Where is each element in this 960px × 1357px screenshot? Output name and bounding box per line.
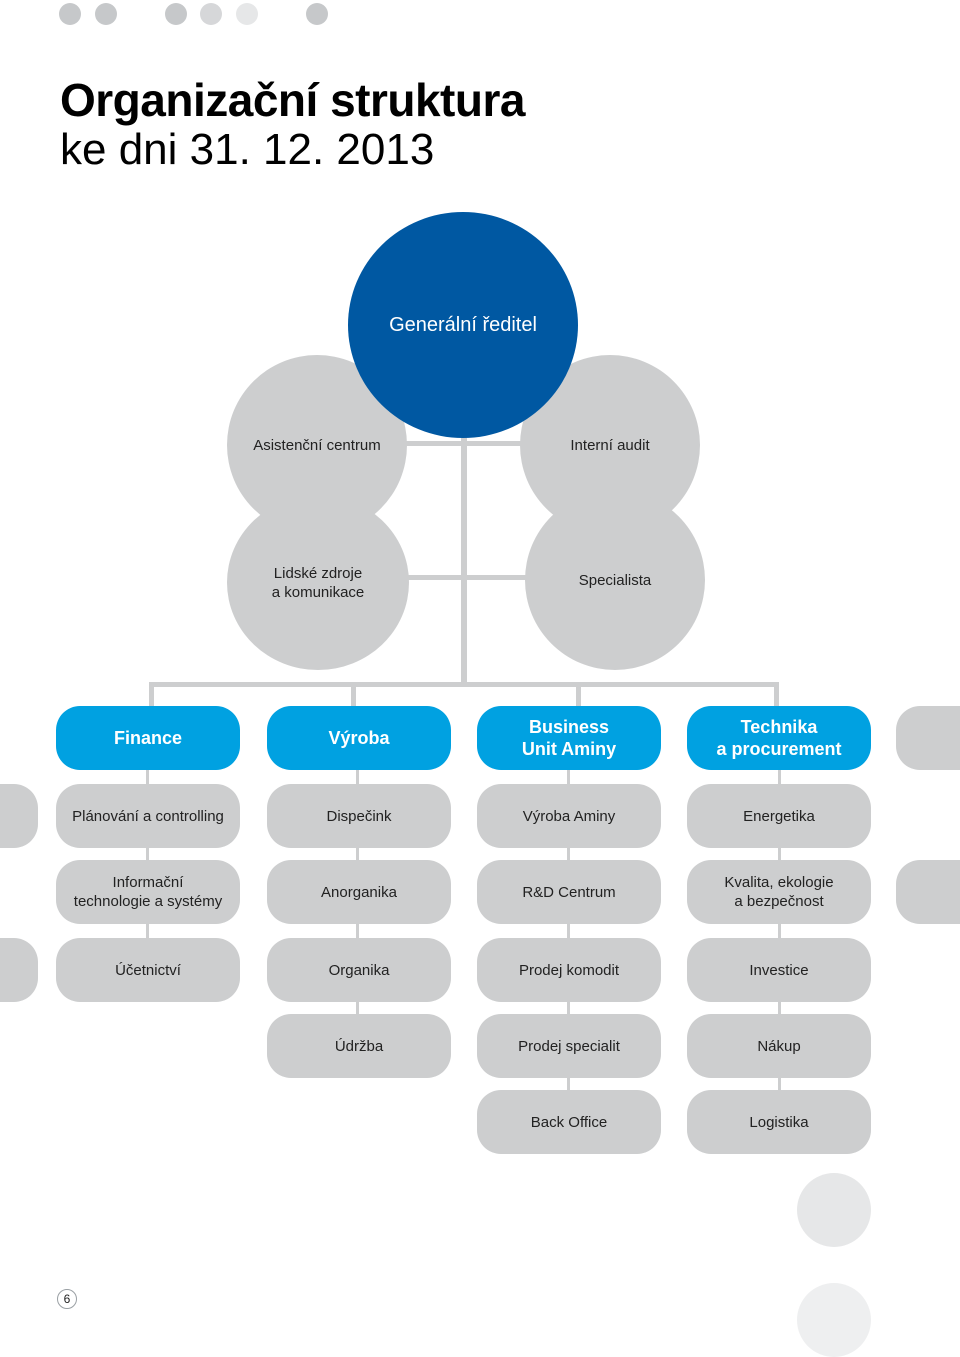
connector-division-2 [351, 682, 356, 710]
connector-column-1 [146, 770, 149, 940]
department-label: Prodej komodit [518, 961, 620, 979]
decorative-circle [797, 1173, 871, 1247]
connector-staff-upper [395, 441, 535, 446]
decorative-circle [797, 1283, 871, 1357]
department-label: Anorganika [321, 883, 397, 901]
department-box: Prodej specialit [477, 1014, 661, 1078]
department-box: Plánování a controlling [56, 784, 240, 848]
department-label: Dispečink [326, 807, 392, 825]
department-label: Plánování a controlling [72, 807, 224, 825]
department-label: Účetnictví [115, 961, 181, 979]
connector-division-3 [576, 682, 581, 710]
edge-tab-right [896, 860, 960, 924]
department-label: Energetika [743, 807, 815, 825]
department-box: Informační technologie a systémy [56, 860, 240, 924]
department-box: Investice [687, 938, 871, 1002]
node-label: Specialista [578, 571, 652, 589]
node-label: Generální ředitel [389, 313, 537, 336]
header-dot [165, 3, 187, 25]
header-dot [306, 3, 328, 25]
department-box: Energetika [687, 784, 871, 848]
department-label: R&D Centrum [522, 883, 616, 901]
header-dot [200, 3, 222, 25]
connector-division-1 [149, 682, 154, 710]
division-production: Výroba [267, 706, 451, 770]
department-label: Back Office [530, 1113, 608, 1131]
division-business-unit-aminy: Business Unit Aminy [477, 706, 661, 770]
department-box: Výroba Aminy [477, 784, 661, 848]
node-hr: Lidské zdroje a komunikace [227, 495, 409, 670]
department-label: Výroba Aminy [522, 807, 616, 825]
department-box: Organika [267, 938, 451, 1002]
department-label: Logistika [749, 1113, 809, 1131]
department-label: Organika [328, 961, 390, 979]
connector-trunk [461, 350, 467, 686]
header-dot [59, 3, 81, 25]
department-label: Kvalita, ekologie a bezpečnost [724, 874, 834, 910]
division-label: Business Unit Aminy [521, 717, 617, 759]
page-title: Organizační struktura [60, 74, 525, 126]
department-box: Kvalita, ekologie a bezpečnost [687, 860, 871, 924]
node-specialist: Specialista [525, 490, 705, 670]
division-technika-procurement: Technika a procurement [687, 706, 871, 770]
node-label: Asistenční centrum [253, 436, 381, 454]
department-box: Nákup [687, 1014, 871, 1078]
edge-tab-left [0, 784, 38, 848]
department-box: Prodej komodit [477, 938, 661, 1002]
node-label: Interní audit [570, 436, 650, 454]
department-label: Údržba [334, 1037, 384, 1055]
page-subtitle: ke dni 31. 12. 2013 [60, 125, 435, 174]
edge-tab-right [896, 706, 960, 770]
department-box: R&D Centrum [477, 860, 661, 924]
department-box: Anorganika [267, 860, 451, 924]
connector-staff-lower [395, 575, 535, 580]
department-box: Back Office [477, 1090, 661, 1154]
division-finance: Finance [56, 706, 240, 770]
edge-tab-left [0, 938, 38, 1002]
node-label: Lidské zdroje a komunikace [271, 564, 365, 601]
department-box: Dispečink [267, 784, 451, 848]
division-label: Výroba [328, 728, 390, 748]
department-label: Informační technologie a systémy [73, 874, 223, 910]
department-label: Investice [749, 961, 809, 979]
department-box: Účetnictví [56, 938, 240, 1002]
header-dot [95, 3, 117, 25]
department-box: Údržba [267, 1014, 451, 1078]
connector-column-3 [567, 770, 570, 1095]
department-label: Prodej specialit [518, 1037, 620, 1055]
connector-column-4 [778, 770, 781, 1095]
connector-division-bus [149, 682, 779, 687]
header-dot [236, 3, 258, 25]
department-label: Nákup [757, 1037, 801, 1055]
division-label: Technika a procurement [716, 717, 842, 759]
division-label: Finance [113, 728, 183, 748]
node-ceo: Generální ředitel [348, 212, 578, 438]
page-number: 6 [57, 1289, 77, 1309]
connector-division-4 [774, 682, 779, 710]
department-box: Logistika [687, 1090, 871, 1154]
